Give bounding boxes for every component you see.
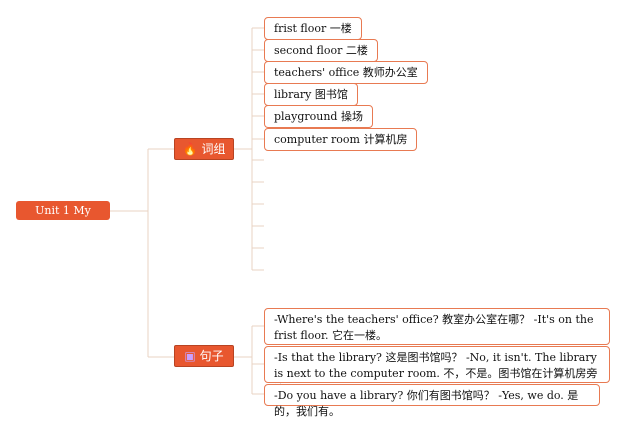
phrase-text: teachers' office 教师办公室 [274,66,418,79]
sentence-node[interactable]: -Do you have a library? 你们有图书馆吗？ -Yes, w… [264,384,600,418]
sentence-node[interactable]: -Is that the library? 这是图书馆吗？ -No, it is… [264,346,610,396]
phrase-text: library 图书馆 [274,88,348,101]
root-label: Unit 1 My school [35,204,91,236]
phrase-node[interactable]: playground 操场 [264,105,373,128]
phrase-text: computer room 计算机房 [274,133,408,146]
phrase-node[interactable]: library 图书馆 [264,83,358,106]
phrase-node[interactable]: second floor 二楼 [264,39,378,62]
book-icon: ▣ [184,349,196,363]
sentence-text: -Where's the teachers' office? 教室办公室在哪？ … [274,313,594,342]
sentence-node[interactable]: -Where's the teachers' office? 教室办公室在哪？ … [264,308,610,345]
branch-phrases[interactable]: 🔥 词组 [174,138,234,160]
branch-phrases-label: 词组 [201,142,226,156]
phrase-node[interactable]: frist floor 一楼 [264,17,362,40]
branch-sentences[interactable]: ▣ 句子 [174,345,234,367]
phrase-text: playground 操场 [274,110,363,123]
root-node[interactable]: Unit 1 My school [16,201,110,236]
phrase-text: frist floor 一楼 [274,22,352,35]
branch-sentences-label: 句子 [199,349,224,363]
phrase-node[interactable]: computer room 计算机房 [264,128,418,151]
phrase-text: second floor 二楼 [274,44,368,57]
phrase-node[interactable]: teachers' office 教师办公室 [264,61,428,84]
fire-icon: 🔥 [182,142,198,156]
sentence-text: -Do you have a library? 你们有图书馆吗？ -Yes, w… [274,389,579,418]
